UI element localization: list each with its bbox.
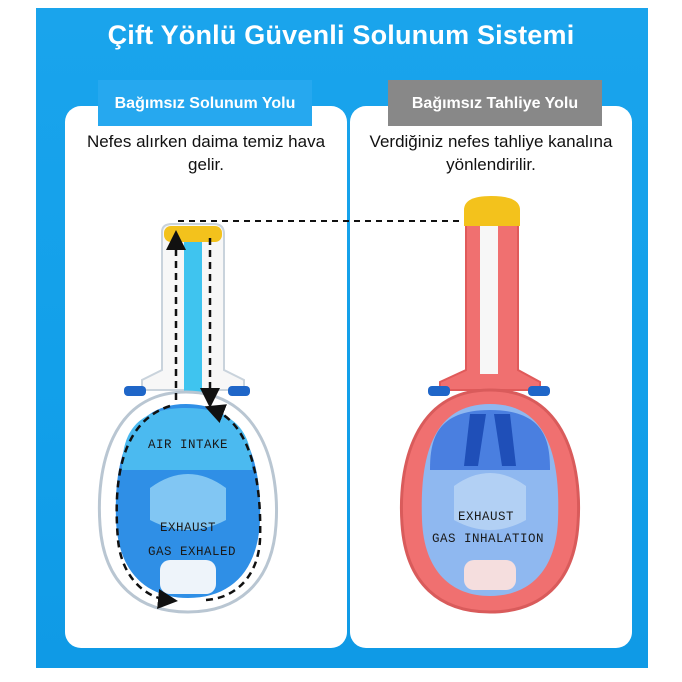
left-snorkel-cap — [164, 226, 222, 242]
left-label-air-intake: AIR INTAKE — [148, 438, 229, 452]
right-mask-vent-right — [494, 414, 516, 466]
left-mask-lens-upper — [122, 408, 252, 470]
left-mask-nose-pocket — [150, 474, 226, 530]
right-panel-description: Verdiğiniz nefes tahliye kanalına yönlen… — [369, 132, 613, 174]
left-panel-banner: Bağımsız Solunum Yolu — [98, 80, 312, 126]
right-mask-clip-right — [528, 386, 550, 396]
page-title: Çift Yönlü Güvenli Solunum Sistemi — [107, 20, 575, 50]
right-mask-clip-left — [428, 386, 450, 396]
right-label-gas-inhalation: GAS INHALATION — [432, 532, 545, 546]
left-banner-text: Bağımsız Solunum Yolu — [114, 94, 296, 112]
right-snorkel-white-strip — [480, 224, 498, 374]
right-snorkel-cap — [464, 196, 520, 226]
left-mask-clip-right — [228, 386, 250, 396]
right-panel-banner: Bağımsız Tahliye Yolu — [388, 80, 602, 126]
left-label-exhaust: EXHAUST — [160, 521, 217, 535]
left-mask-clip-left — [124, 386, 146, 396]
left-airflow-side-left — [115, 404, 178, 609]
right-mask-vent-left — [464, 414, 486, 466]
right-mask-mouth-piece — [464, 560, 516, 590]
left-label-gas-exhaled: GAS EXHALED — [148, 545, 237, 559]
left-snorkel-mask — [97, 223, 278, 614]
right-banner-text: Bağımsız Tahliye Yolu — [411, 94, 579, 112]
right-snorkel-mask — [399, 196, 581, 614]
left-airflow-side-right — [204, 404, 262, 602]
right-mask-lens-upper — [430, 410, 550, 470]
left-panel-description: Nefes alırken daima temiz hava gelir. — [86, 132, 326, 174]
right-mask-nose-pocket — [454, 473, 526, 530]
left-mask-mouth-piece — [160, 560, 216, 594]
left-snorkel-inner-channel — [184, 242, 202, 392]
right-label-exhaust: EXHAUST — [458, 510, 515, 524]
